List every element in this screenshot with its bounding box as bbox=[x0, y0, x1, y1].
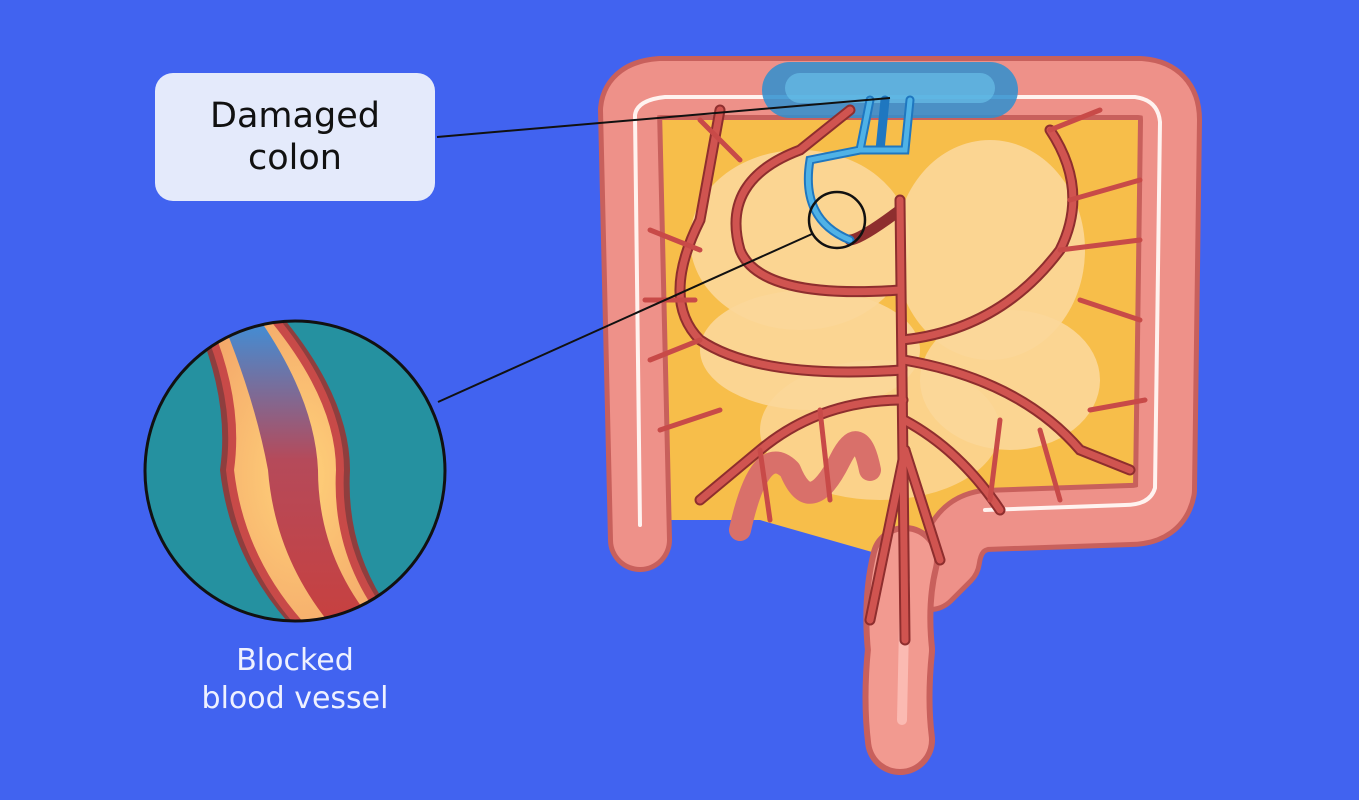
blocked-vessel-inset bbox=[143, 319, 447, 623]
damaged-colon-label-line2: colon bbox=[248, 138, 342, 178]
blocked-vessel-caption-line1: Blocked bbox=[236, 643, 354, 678]
damaged-colon-label: Damaged colon bbox=[155, 73, 435, 201]
blockage-marker bbox=[807, 190, 867, 250]
pointer-line-colon bbox=[436, 97, 891, 138]
blocked-vessel-caption: Blocked blood vessel bbox=[150, 642, 440, 718]
pointer-line-vessel bbox=[437, 233, 813, 403]
blocked-vessel-caption-line2: blood vessel bbox=[201, 681, 389, 716]
colon bbox=[598, 56, 1202, 775]
damaged-colon-label-line1: Damaged bbox=[210, 96, 380, 136]
blood-vessels bbox=[642, 95, 1148, 646]
